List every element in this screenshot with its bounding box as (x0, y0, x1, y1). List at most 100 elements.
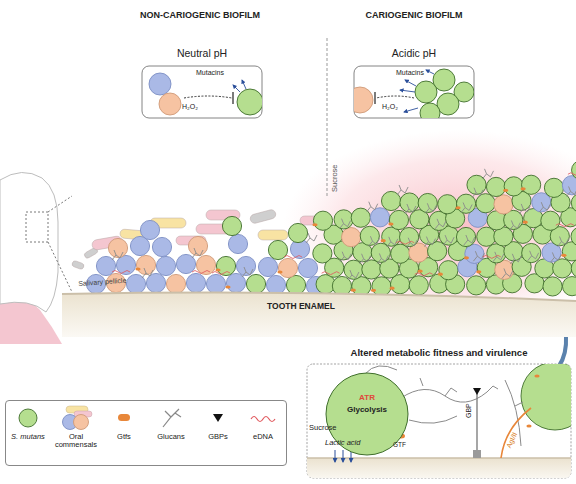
inhibition-bar (232, 92, 233, 104)
gtf (523, 221, 528, 224)
glucan (112, 250, 123, 260)
s-mutans-cell (420, 103, 440, 118)
glucan (528, 251, 539, 261)
s-mutans-cell (522, 243, 541, 262)
glucan (509, 220, 520, 230)
s-mutans-cell (360, 226, 379, 245)
commensal-cell (140, 220, 159, 239)
legend-gbp (213, 414, 223, 422)
glucan (473, 251, 484, 261)
edna (556, 224, 574, 227)
node-text: Lactic acid (325, 439, 360, 447)
legend-swatch (118, 414, 130, 421)
commensal-cell (116, 255, 135, 274)
legend-glucan (163, 409, 181, 427)
clipped-group (354, 69, 474, 118)
legend-swatch (19, 409, 37, 427)
s-mutans-cell (486, 177, 505, 196)
zoom-line (48, 196, 72, 212)
node-text: H₂O₂ (182, 103, 198, 111)
glucan (424, 237, 435, 247)
s-mutans-cell (521, 364, 571, 430)
commensal-rod (71, 260, 84, 270)
gtf (561, 254, 566, 257)
commensal-cell (266, 275, 285, 294)
s-mutans-cell (571, 227, 576, 246)
node-text: GBP (465, 403, 473, 418)
node-shape (62, 289, 576, 337)
mutacin-arrow (404, 108, 418, 112)
edna (483, 255, 501, 258)
pellicle-line (307, 457, 571, 459)
gtf (526, 424, 531, 427)
edna (568, 173, 576, 176)
adhesin (501, 408, 531, 458)
s-mutans-cell (562, 277, 576, 296)
s-mutans-cell (571, 193, 576, 212)
commensal-cell (156, 256, 175, 275)
inhibition-line (184, 96, 232, 98)
zoom-box (26, 212, 48, 242)
gtf (389, 287, 394, 290)
s-mutans-cell (246, 274, 265, 293)
glucan (142, 268, 153, 278)
s-mutans-cell (313, 244, 332, 263)
legend-text: eDNA (243, 433, 283, 441)
glucan (397, 185, 408, 195)
inset-panel: Altered metabolic fitness and virulenceS… (305, 346, 573, 480)
edna (192, 271, 210, 274)
divider-line (327, 38, 328, 198)
clipped-group (307, 364, 571, 478)
glucan (377, 253, 388, 263)
legend-sample (104, 405, 144, 431)
inhibition-bar (374, 92, 375, 104)
s-mutans-cell (467, 276, 486, 295)
edna (284, 256, 302, 259)
gtf (455, 206, 460, 209)
free-label: CARIOGENIC BIOFILM (324, 11, 504, 21)
node-text: Neutral pH (140, 48, 264, 60)
commensal-cell (136, 255, 155, 274)
gtf (503, 189, 508, 192)
s-mutans-cell (543, 277, 562, 296)
edna (322, 272, 340, 275)
commensal-cell (149, 73, 171, 95)
glucan (464, 235, 475, 245)
s-mutans-cell (409, 276, 428, 295)
s-mutans-cell (477, 227, 496, 246)
glucan (242, 267, 253, 277)
edna (112, 271, 130, 274)
legend-box: S. mutansOral commensalsGtfsGlucansGBPse… (5, 400, 287, 466)
legend-sample (198, 405, 238, 431)
s-mutans-cell (476, 194, 495, 213)
gtf (225, 285, 230, 288)
edna (396, 241, 414, 244)
commensal-cell (494, 195, 513, 214)
gum (0, 298, 62, 344)
legend-sample (243, 405, 283, 431)
s-mutans-cell (313, 211, 332, 230)
acid-arrow (335, 450, 336, 462)
s-mutans-cell (286, 275, 305, 294)
s-mutans-cell (456, 227, 475, 246)
mutacin-arrow (405, 80, 416, 86)
inset-border (354, 66, 474, 118)
legend-sample (8, 405, 48, 431)
commensal-cell (465, 244, 484, 263)
s-mutans-cell (541, 211, 560, 230)
glucan (368, 236, 379, 246)
glucan (567, 186, 576, 196)
s-mutans-cell (372, 277, 391, 296)
commensal-cell (146, 273, 165, 292)
biofilm (71, 154, 576, 296)
node-text: H₂O₂ (382, 103, 398, 111)
free-label: NON-CARIOGENIC BIOFILM (110, 11, 290, 21)
s-mutans-cell (415, 81, 437, 103)
gtf (534, 374, 539, 377)
node-text: TOOTH ENAMEL (267, 302, 335, 311)
glucan (539, 202, 550, 212)
acid-arrow (343, 450, 344, 462)
zoom-line (48, 242, 72, 292)
glucan (360, 254, 371, 264)
s-mutans-cell (487, 244, 506, 263)
